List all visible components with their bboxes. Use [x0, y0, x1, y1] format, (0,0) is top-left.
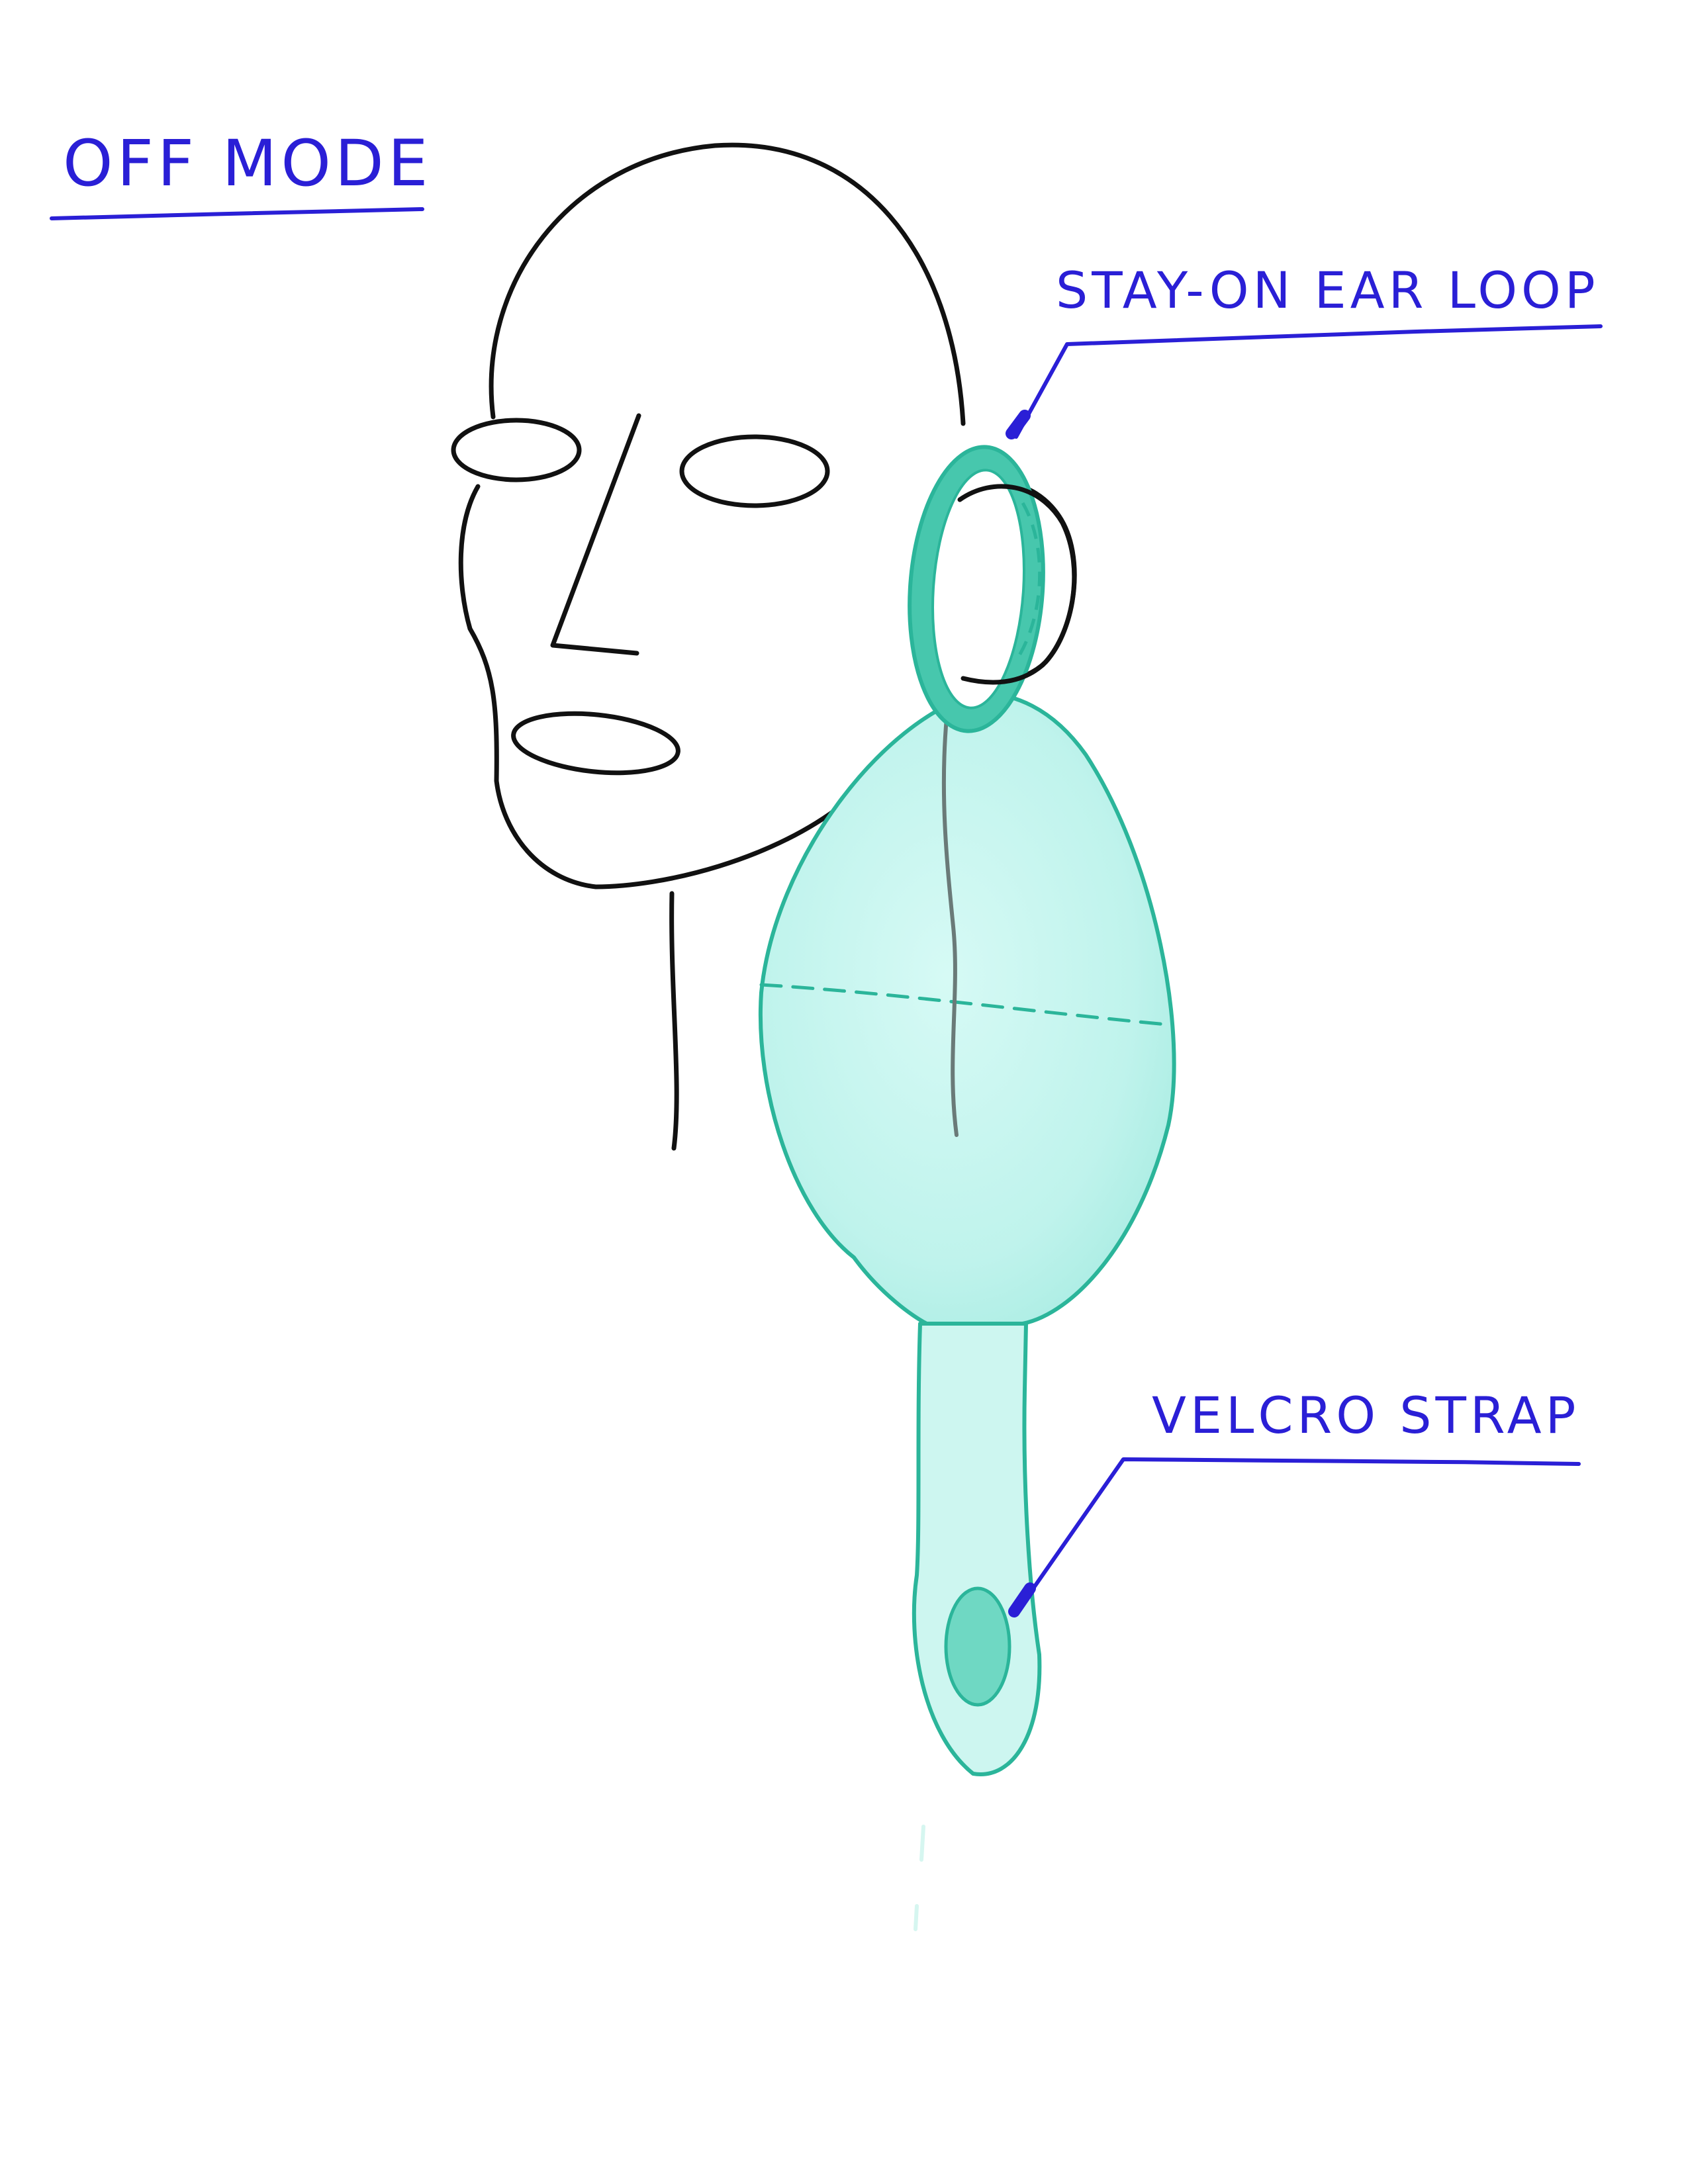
ear-loop-leader-tip: [1006, 410, 1031, 439]
ear-loop-dashed-edge: [1017, 502, 1042, 657]
right-eye: [679, 434, 830, 508]
strap-body: [912, 1322, 1042, 1776]
velcro-strap-handle: [912, 1322, 1042, 1931]
title-group: OFF MODE: [50, 126, 432, 220]
velcro-label: VELCRO STRAP: [1152, 1386, 1579, 1445]
velcro-patch: [944, 1586, 1011, 1707]
ear-loop-ring-inner: [931, 469, 1025, 709]
velcro-leader-tip: [1008, 1582, 1036, 1617]
ear-loop: [908, 445, 1077, 733]
ear-loop-leader-line: [1014, 324, 1603, 439]
cord-line: [941, 716, 959, 1137]
velcro-leader-line: [1017, 1457, 1581, 1610]
title-underline: [50, 207, 424, 220]
left-eye: [451, 418, 582, 482]
velcro-annotation: VELCRO STRAP: [1008, 1386, 1581, 1617]
page-title: OFF MODE: [63, 126, 432, 201]
neck-line: [669, 891, 679, 1151]
ear-loop-label: STAY-ON EAR LOOP: [1056, 261, 1599, 320]
head-contour: [458, 142, 966, 889]
strap-drip-marks: [914, 1825, 925, 1931]
ear-outline-front: [957, 484, 1077, 685]
bulb-seam-line: [759, 983, 1168, 1026]
ear-loop-annotation: STAY-ON EAR LOOP: [1006, 261, 1603, 439]
nose-line: [550, 413, 641, 656]
device-bulb: [758, 691, 1176, 1326]
bulb-body: [758, 691, 1176, 1326]
mouth: [511, 711, 680, 776]
